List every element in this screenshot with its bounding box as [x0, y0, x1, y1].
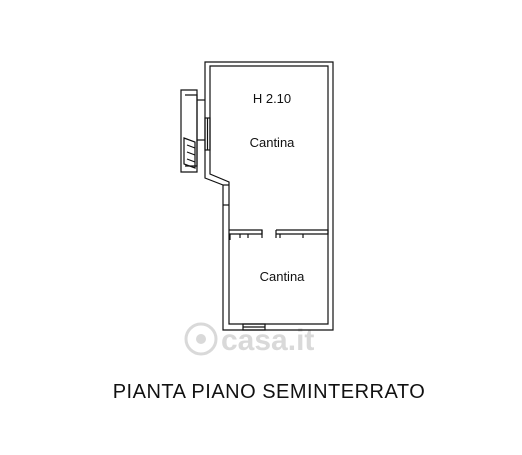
watermark-text: casa.it: [221, 324, 314, 357]
plan-walls: [180, 61, 334, 331]
room-height-label: H 2.10: [253, 91, 291, 106]
room-label-upper: Cantina: [250, 135, 296, 150]
room-label-lower: Cantina: [260, 269, 306, 284]
watermark: casa.it: [184, 322, 314, 357]
plan-caption: PIANTA PIANO SEMINTERRATO: [113, 381, 426, 403]
casa-logo-icon: [184, 322, 218, 356]
